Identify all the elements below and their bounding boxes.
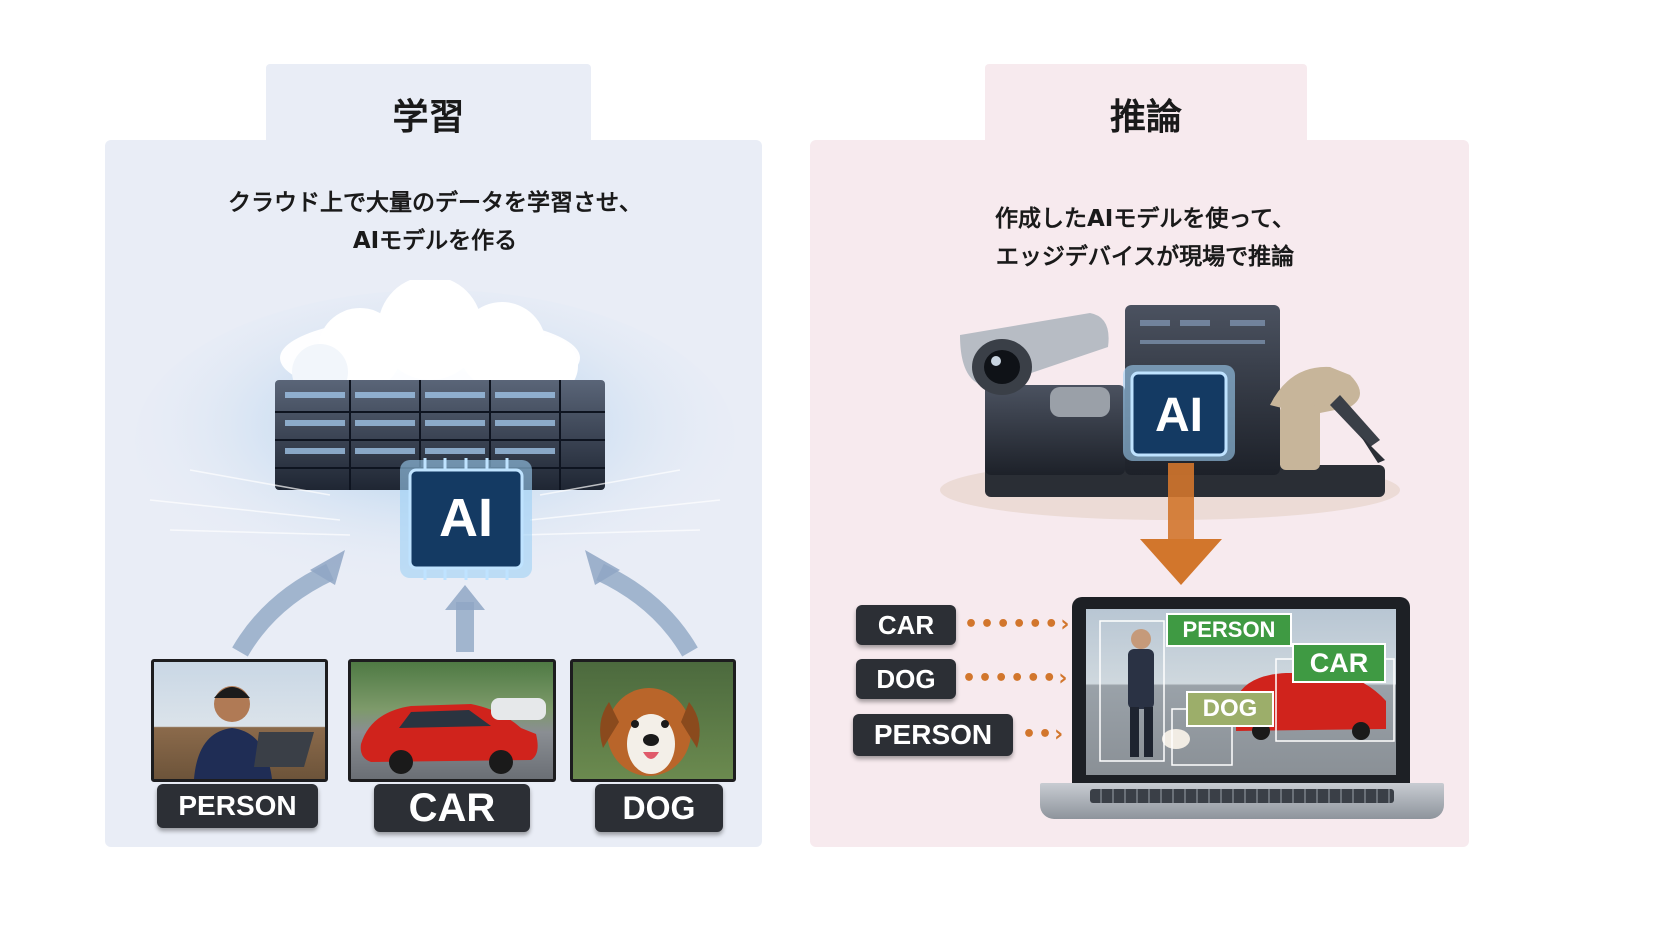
dotted-arrow-car: ••••••› [964,612,1072,637]
training-tab: 学習 [266,64,591,164]
ai-chip-icon: AI [1123,365,1235,461]
laptop-base [1040,783,1444,819]
training-description-line2: AIモデルを作る [352,228,518,254]
detection-dog: DOG [1186,691,1274,727]
down-arrow-icon [1140,463,1222,585]
upload-arrows-icon [232,563,698,657]
person-photo [151,659,328,782]
robot-arm-icon [1270,366,1385,470]
car-icon [360,698,546,774]
training-label-person: PERSON [157,784,318,828]
camera-icon [960,313,1125,475]
training-label-dog: DOG [595,784,723,832]
person-icon [194,686,314,779]
inference-tab: 推論 [985,64,1307,164]
inference-label-car: CAR [856,605,956,645]
inference-description: 作成したAIモデルを使って、 エッジデバイスが現場で推論 [840,200,1450,276]
dotted-arrow-dog: ••••••› [962,666,1070,691]
laptop-screen: PERSON CAR DOG [1072,597,1410,783]
cloud-server-illustration: AI [135,280,735,657]
inference-label-person: PERSON [853,714,1013,756]
car-photo [348,659,556,782]
inference-description-line2: エッジデバイスが現場で推論 [995,244,1295,270]
inference-title: 推論 [1109,97,1182,138]
detection-person: PERSON [1166,613,1292,647]
dog-photo [570,659,736,782]
inference-chip-label: AI [1155,389,1203,442]
detection-car: CAR [1292,643,1386,683]
laptop-keyboard [1090,789,1394,803]
training-description: クラウド上で大量のデータを学習させ、 AIモデルを作る [130,184,740,260]
training-title: 学習 [392,97,465,138]
edge-devices-illustration: AI [940,305,1400,585]
training-description-line1: クラウド上で大量のデータを学習させ、 [228,190,642,216]
ai-chip-icon: AI [400,458,532,580]
inference-label-dog: DOG [856,659,956,699]
inference-description-line1: 作成したAIモデルを使って、 [994,206,1296,232]
training-chip-label: AI [439,488,493,548]
dotted-arrow-person: ••› [1022,722,1066,747]
laptop-display: PERSON CAR DOG [1086,609,1396,775]
training-label-car: CAR [374,784,530,832]
dog-icon [600,688,700,776]
